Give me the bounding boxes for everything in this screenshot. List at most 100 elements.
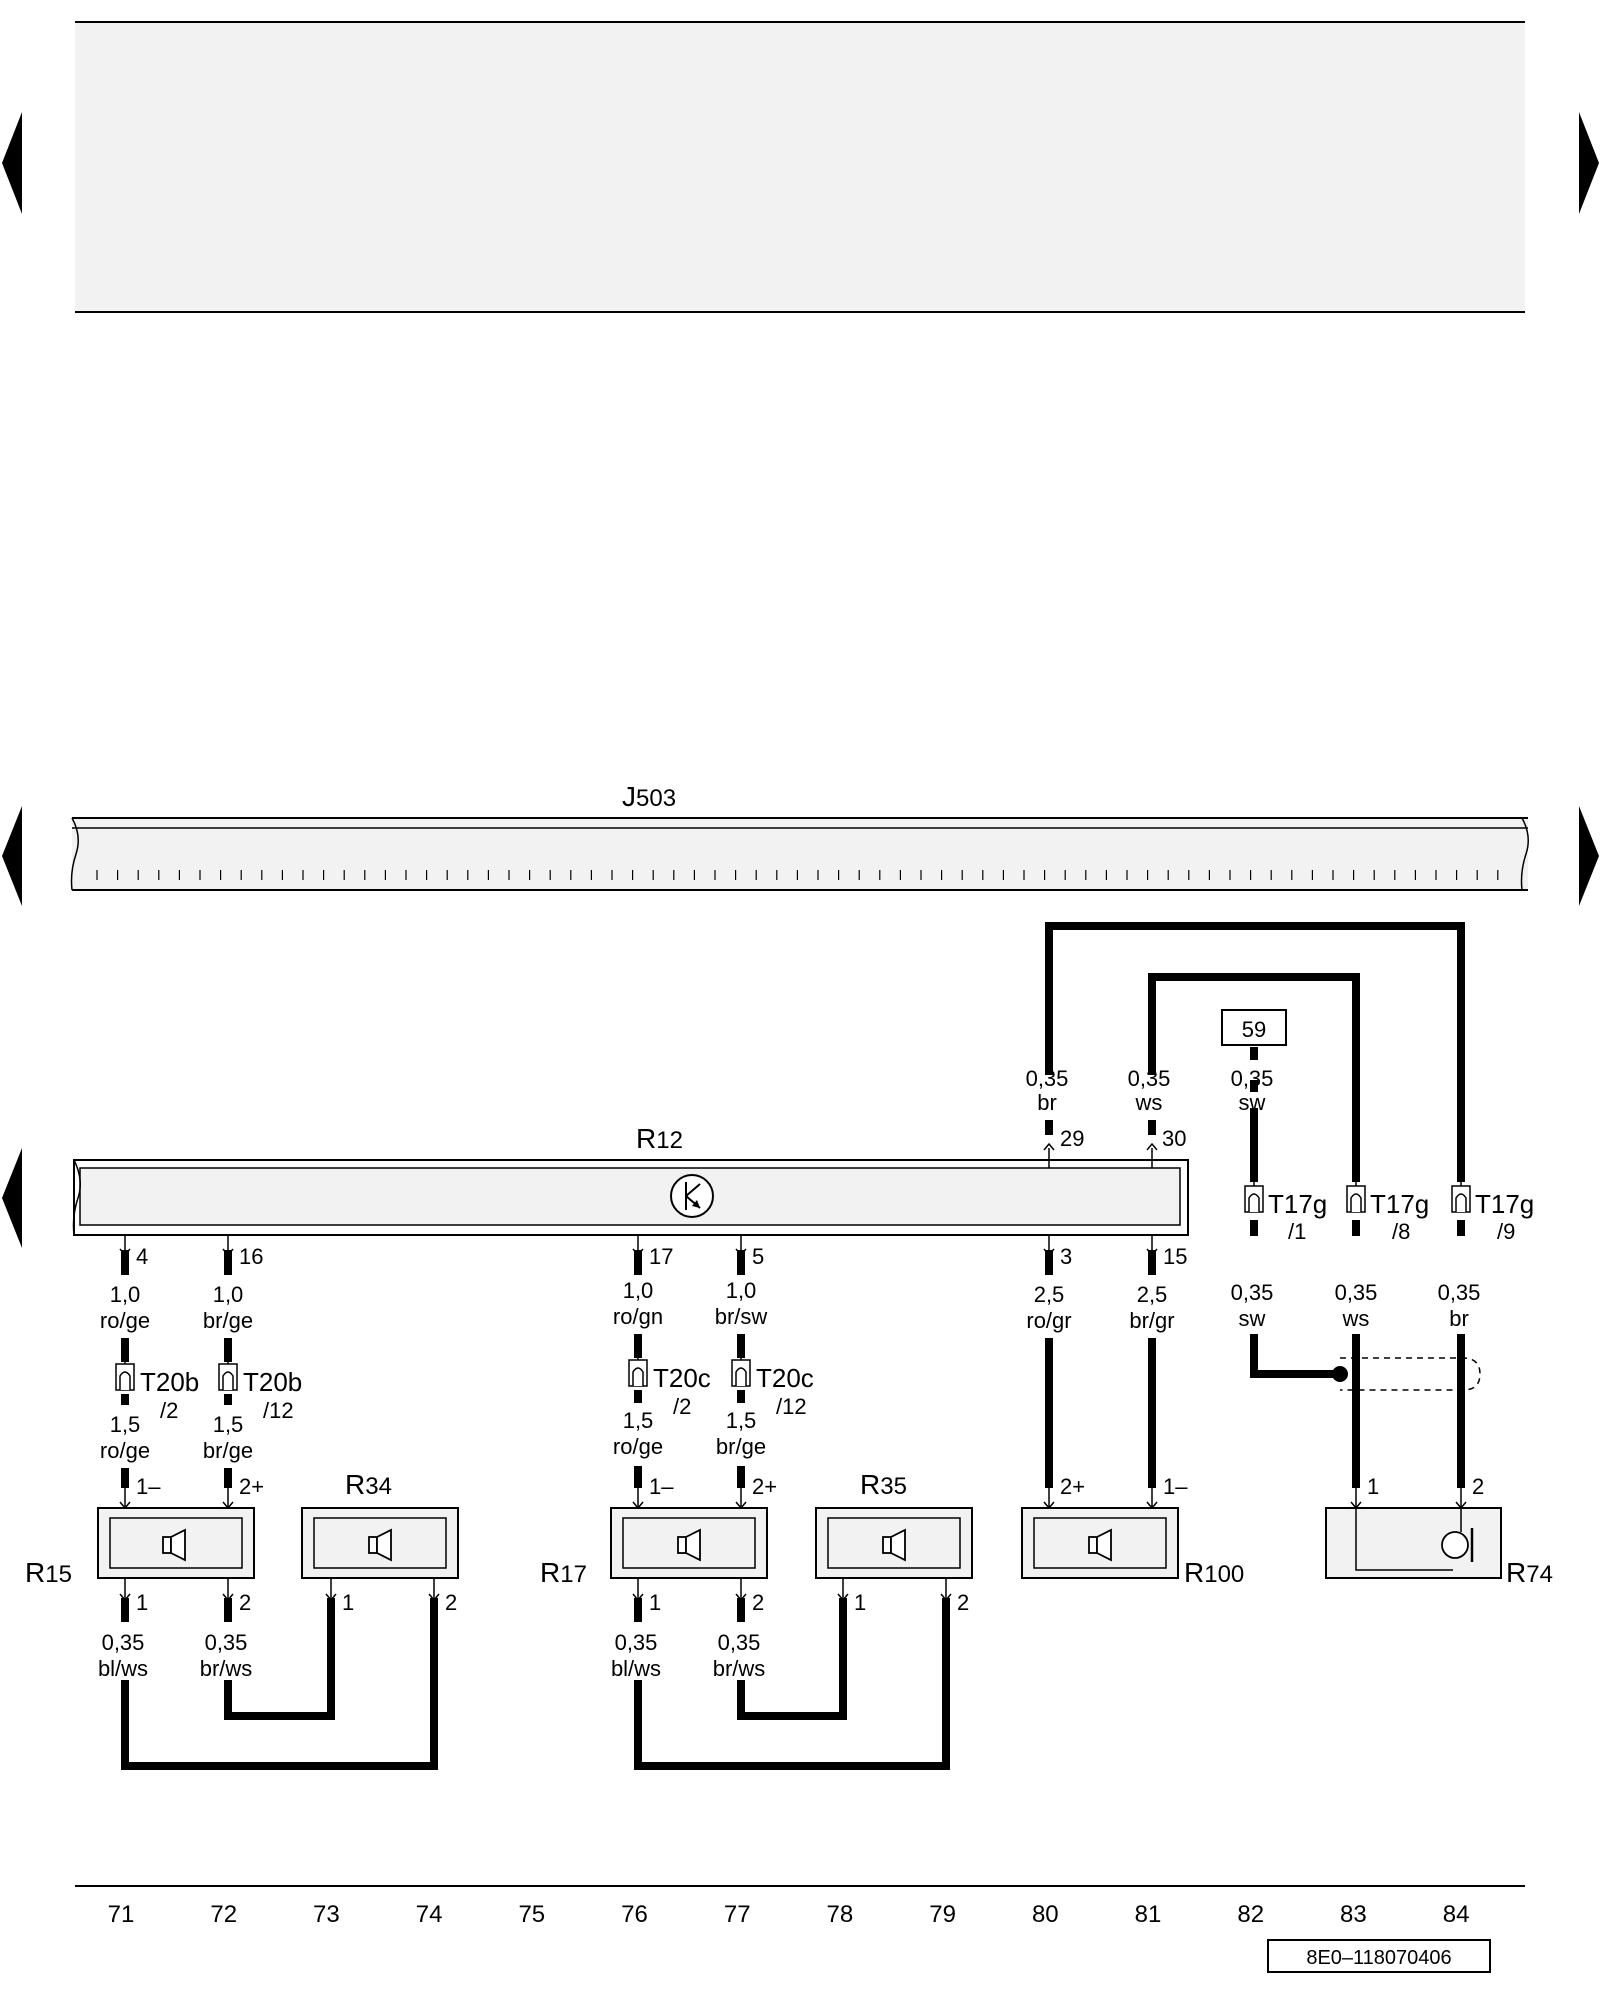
r74-pin-1: 1 (1367, 1474, 1379, 1499)
speaker-r17 (610, 1507, 768, 1579)
r17-label: R17 (540, 1557, 587, 1588)
wire-82-lower-color: sw (1239, 1306, 1266, 1331)
next-page-arrow-top[interactable] (1579, 112, 1599, 214)
next-page-arrow-mid[interactable] (1579, 806, 1599, 906)
wire-82-lower-size: 0,35 (1231, 1280, 1274, 1305)
r12-pin-17: 17 (649, 1244, 673, 1269)
connector-t20c-2-pin: /2 (673, 1394, 691, 1419)
r34-out-pin-2: 2 (445, 1590, 457, 1615)
doc-code: 8E0–118070406 (1306, 1947, 1451, 1969)
wire-80-lower-size: 2,5 (1034, 1282, 1065, 1307)
wire-81-color: ws (1135, 1090, 1163, 1115)
bottom-76-color: bl/ws (611, 1656, 661, 1681)
terminal-59-label: 59 (1242, 1017, 1266, 1042)
connector-symbols (115, 1180, 1471, 1391)
feed-76-color: ro/ge (613, 1434, 663, 1459)
wire-83-size: 0,35 (1335, 1280, 1378, 1305)
feed-72-pin: 2+ (239, 1474, 264, 1499)
feed-77-pin: 2+ (752, 1474, 777, 1499)
r74-label: R74 (1506, 1557, 1553, 1588)
upper-wiring (1045, 922, 1465, 1182)
wire-84-size: 0,35 (1438, 1280, 1481, 1305)
bottom-wiring (121, 1598, 950, 1770)
r12-output-labels: 4 16 17 5 3 15 1,0 ro/ge 1,0 br/ge 1,0 r… (100, 1244, 1188, 1333)
feed-77-color: br/ge (716, 1434, 766, 1459)
wire-80-lower-color: ro/gr (1026, 1308, 1071, 1333)
r35-label: R35 (860, 1469, 907, 1500)
connector-t17g-8-name: T17g (1370, 1189, 1429, 1219)
track-number: 76 (621, 1901, 648, 1928)
feed-72-color: br/ge (203, 1438, 253, 1463)
connector-t20b-2-pin: /2 (160, 1398, 178, 1423)
wire-80-pin: 29 (1060, 1126, 1084, 1151)
speaker-output-pins: 1 2 1 2 1 2 1 2 (136, 1590, 969, 1615)
r34-label: R34 (345, 1469, 392, 1500)
bottom-71-size: 0,35 (102, 1630, 145, 1655)
r17-out-pin-2: 2 (752, 1590, 764, 1615)
upper-pin-arrows (1043, 1142, 1158, 1168)
r12-pin-3: 3 (1060, 1244, 1072, 1269)
j503-label: J503 (622, 781, 676, 812)
wire-76-size: 1,0 (623, 1278, 654, 1303)
connector-t20c-2-icon (628, 1354, 648, 1387)
r15-label: R15 (25, 1557, 72, 1588)
track-number: 75 (518, 1901, 545, 1928)
wire-77-color: br/sw (715, 1304, 768, 1329)
terminal-59-box (1221, 1009, 1287, 1046)
speaker-feed-labels: 1,5 ro/ge 1– 1,5 br/ge 2+ 1,5 ro/ge 1– 1… (100, 1408, 1484, 1499)
bottom-wire-labels: 0,35 bl/ws 0,35 br/ws 0,35 bl/ws 0,35 br… (98, 1630, 765, 1681)
connector-t17g-8-pin: /8 (1392, 1219, 1410, 1244)
prev-page-arrow-top[interactable] (2, 112, 22, 214)
upper-wire-labels: 0,35 br 29 0,35 ws 30 0,35 sw (1026, 1066, 1274, 1151)
r15-out-pin-1: 1 (136, 1590, 148, 1615)
connector-t17g-9-name: T17g (1475, 1189, 1534, 1219)
track-number: 73 (313, 1901, 340, 1928)
shield-junction-dot (1332, 1366, 1348, 1382)
feed-71-size: 1,5 (110, 1412, 141, 1437)
speaker-r15-icon (162, 1528, 186, 1562)
r12-pin-16: 16 (239, 1244, 263, 1269)
connector-t17g-8-icon (1346, 1180, 1366, 1213)
track-number: 77 (724, 1901, 751, 1928)
bottom-77-color: br/ws (713, 1656, 766, 1681)
feed-77-size: 1,5 (726, 1408, 757, 1433)
bottom-72-size: 0,35 (205, 1630, 248, 1655)
r17-out-pin-1: 1 (649, 1590, 661, 1615)
connector-t20c-2-name: T20c (653, 1363, 711, 1393)
speaker-r34 (301, 1507, 459, 1579)
connector-t20c-12-name: T20c (756, 1363, 814, 1393)
wire-84-color: br (1449, 1306, 1469, 1331)
connector-t17g-1-name: T17g (1268, 1189, 1327, 1219)
shield-outline (1340, 1357, 1481, 1391)
wire-80-color: br (1037, 1090, 1057, 1115)
feed-76-size: 1,5 (623, 1408, 654, 1433)
speaker-r35-icon (882, 1528, 906, 1562)
feed-76-pin: 1– (649, 1474, 674, 1499)
track-number: 84 (1443, 1901, 1470, 1928)
connector-t20b-2-name: T20b (140, 1367, 199, 1397)
wire-77-size: 1,0 (726, 1278, 757, 1303)
wire-83-color: ws (1342, 1306, 1370, 1331)
r15-out-pin-2: 2 (239, 1590, 251, 1615)
microphone-r74-icon (1441, 1508, 1474, 1562)
track-number: 78 (827, 1901, 854, 1928)
t17g-wire-labels: 0,35 sw 0,35 ws 0,35 br (1231, 1280, 1481, 1331)
legend-panel (75, 22, 1525, 312)
amplifier-symbol-icon (670, 1174, 714, 1218)
j503-control-unit (70, 817, 1529, 891)
feed-72-size: 1,5 (213, 1412, 244, 1437)
bottom-77-size: 0,35 (718, 1630, 761, 1655)
speaker-r17-icon (677, 1528, 701, 1562)
speaker-r34-icon (368, 1528, 392, 1562)
wire-72-color: br/ge (203, 1308, 253, 1333)
connector-t17g-9-pin: /9 (1497, 1219, 1515, 1244)
connector-t20b-12-pin: /12 (263, 1398, 294, 1423)
prev-page-arrow-lower[interactable] (2, 1148, 22, 1248)
wire-82-size: 0,35 (1231, 1066, 1274, 1091)
r12-pin-4: 4 (136, 1244, 148, 1269)
prev-page-arrow-mid[interactable] (2, 806, 22, 906)
track-number: 81 (1135, 1901, 1162, 1928)
r12-output-arrows (119, 1235, 1158, 1257)
track-number: 74 (416, 1901, 443, 1928)
